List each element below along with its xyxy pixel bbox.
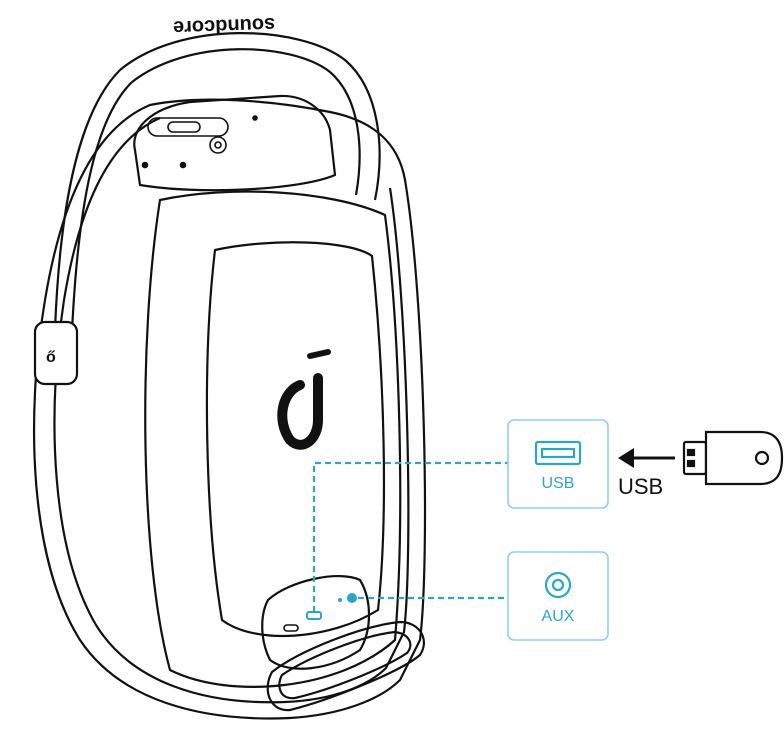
leader-lines [312, 461, 508, 612]
charge-port [283, 624, 299, 632]
usb-arrow-label: USB [618, 474, 663, 499]
insert-arrow [618, 448, 675, 468]
top-controls [141, 115, 258, 169]
power-button-icon [209, 136, 227, 154]
mode-button-icon [252, 115, 258, 121]
strap-buckle: ő [33, 320, 79, 386]
usb-drive-icon [682, 430, 784, 486]
usb-port [306, 611, 322, 620]
front-logo [277, 349, 331, 450]
usb-port-icon [534, 440, 582, 466]
rear-ports [283, 593, 357, 632]
usb-leader-line [312, 461, 508, 612]
usb-port-label: USB [542, 475, 575, 492]
volume-button-icon [141, 161, 149, 169]
carry-strap [53, 32, 381, 333]
aux-callout: AUX [507, 551, 609, 641]
aux-port-label: AUX [542, 608, 575, 625]
aux-port [347, 593, 357, 603]
aux-jack-icon [544, 571, 572, 599]
bluetooth-button-icon [179, 161, 187, 169]
brand-wordmark: soundcore [173, 13, 276, 39]
usb-callout: USB [507, 419, 609, 509]
speaker-body [32, 94, 427, 720]
soundcore-logo-icon: ő [46, 349, 56, 366]
